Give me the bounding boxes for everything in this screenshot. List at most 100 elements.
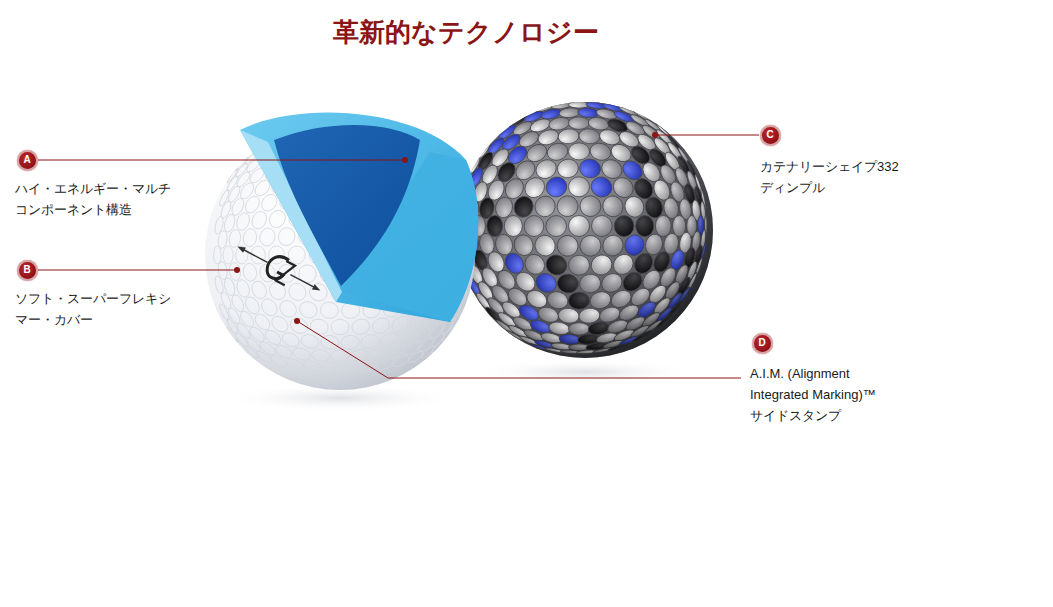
ball-body — [457, 102, 713, 358]
dimple — [402, 340, 422, 358]
part-description: ハイ・エネルギー・マルチ コンポーネント構造 — [15, 178, 171, 220]
dimple — [223, 246, 233, 264]
dimple — [269, 313, 291, 335]
dimple — [431, 339, 445, 354]
dimple — [319, 301, 340, 320]
dimple — [375, 357, 395, 372]
dimple — [223, 213, 237, 233]
dimple — [238, 309, 256, 329]
dimple — [214, 275, 225, 294]
part-description: A.I.M. (Alignment Integrated Marking)™ サ… — [750, 363, 876, 426]
leader-dot — [234, 267, 240, 273]
ball-reflection — [470, 359, 700, 385]
dimple — [331, 319, 349, 334]
dimple — [280, 330, 302, 350]
cover-cutaway — [240, 113, 478, 322]
dimple — [285, 357, 305, 372]
leader-dot — [402, 157, 408, 163]
text-line: マー・カバー — [15, 309, 171, 330]
callout-letter: A — [23, 155, 30, 165]
text-line: A.I.M. (Alignment — [750, 363, 876, 384]
dimple — [228, 229, 242, 249]
page-title: 革新的なテクノロジー — [333, 17, 599, 48]
callout-letter: B — [23, 265, 30, 275]
callout-badge: D — [752, 333, 773, 354]
dimple — [226, 306, 242, 325]
dimple — [230, 197, 247, 217]
leader-lines — [38, 135, 759, 378]
dimple — [244, 344, 260, 359]
dimple — [219, 291, 233, 311]
dimple — [242, 262, 258, 282]
dimple — [258, 227, 277, 248]
dimple — [340, 362, 359, 373]
dimple — [235, 278, 252, 299]
dimple — [258, 296, 280, 319]
dimple — [252, 311, 273, 332]
dimple — [291, 346, 312, 363]
dimple — [396, 328, 417, 348]
dimple — [309, 317, 330, 336]
dimple — [407, 349, 425, 365]
dimple — [263, 328, 284, 348]
dimple — [321, 362, 340, 373]
callout-letter: C — [766, 130, 773, 140]
dimple — [242, 228, 258, 248]
text-line: コンポーネント構造 — [15, 199, 171, 220]
dimple — [311, 348, 331, 363]
text-line: ソフト・スーパーフレキシ — [15, 288, 171, 309]
dimple — [249, 209, 269, 231]
leader-line — [38, 270, 236, 271]
leader-line — [38, 160, 404, 161]
dimple — [214, 216, 225, 235]
dimple — [560, 98, 581, 103]
ball-shading — [457, 102, 713, 358]
callout-letter: D — [758, 338, 765, 348]
leader-dot — [294, 318, 300, 324]
text-line: ディンプル — [760, 177, 899, 198]
callout-badge: B — [17, 260, 38, 281]
dimple — [238, 181, 256, 201]
dimple — [276, 225, 297, 247]
dimple — [297, 298, 321, 321]
dimple — [274, 343, 295, 361]
part-description: ソフト・スーパーフレキシ マー・カバー — [15, 288, 171, 330]
dimple — [288, 246, 305, 264]
dimple — [248, 325, 267, 345]
dimple — [243, 194, 262, 216]
dimple — [389, 313, 411, 335]
dimple — [350, 317, 371, 336]
dimple — [413, 325, 432, 345]
dimple — [358, 360, 378, 374]
dimple — [386, 343, 407, 361]
callout-badge: C — [760, 125, 781, 146]
dimple — [235, 321, 252, 340]
dimple — [378, 330, 400, 350]
text-line: カテナリーシェイプ332 — [760, 156, 899, 177]
leader-dot — [652, 132, 658, 138]
dimple — [243, 295, 262, 317]
dimple — [223, 277, 237, 297]
callout-badge: A — [17, 150, 38, 171]
dimple — [214, 246, 222, 264]
dimple — [228, 262, 242, 282]
leader-dots — [234, 132, 658, 324]
dimple-ball — [451, 98, 713, 358]
part-description: カテナリーシェイプ332 ディンプル — [760, 156, 899, 198]
text-line: Integrated Marking)™ — [750, 384, 876, 405]
text-line: ハイ・エネルギー・マルチ — [15, 178, 171, 199]
dimple — [576, 98, 597, 103]
side-stamp — [232, 236, 326, 302]
leader-line — [297, 321, 741, 378]
dimple — [340, 334, 359, 350]
dimple — [230, 293, 247, 313]
core-cutaway — [274, 125, 420, 286]
leader-line — [656, 135, 759, 136]
dimple — [420, 344, 436, 359]
dimple — [258, 340, 278, 358]
text-line: サイドスタンプ — [750, 405, 876, 426]
dimple — [368, 346, 389, 363]
dimple — [303, 360, 323, 374]
dimple — [359, 332, 380, 350]
